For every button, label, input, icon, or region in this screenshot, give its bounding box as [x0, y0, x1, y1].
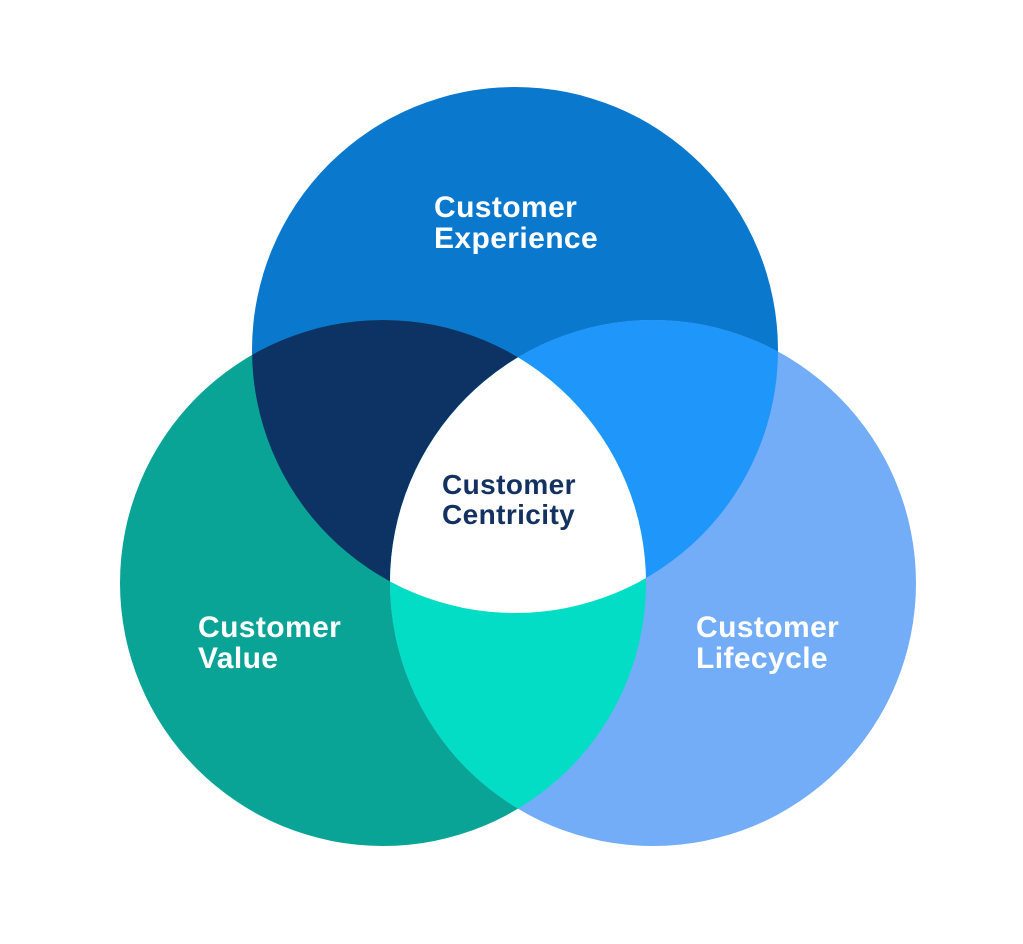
label-customer-value-line1: Customer: [198, 611, 341, 644]
label-customer-experience: Customer Experience: [434, 191, 598, 255]
label-customer-centricity-line1: Customer: [442, 469, 576, 500]
label-customer-centricity: Customer Centricity: [442, 469, 576, 530]
label-customer-lifecycle-line2: Lifecycle: [696, 642, 828, 675]
label-customer-experience-line1: Customer: [434, 191, 577, 224]
label-customer-lifecycle: Customer Lifecycle: [696, 611, 839, 675]
label-customer-value: Customer Value: [198, 611, 341, 675]
center-region-wrapper: [390, 320, 646, 613]
label-customer-experience-line2: Experience: [434, 222, 598, 255]
center-region: [390, 320, 646, 613]
label-customer-centricity-line2: Centricity: [442, 499, 575, 530]
label-customer-value-line2: Value: [198, 642, 278, 675]
label-customer-lifecycle-line1: Customer: [696, 611, 839, 644]
